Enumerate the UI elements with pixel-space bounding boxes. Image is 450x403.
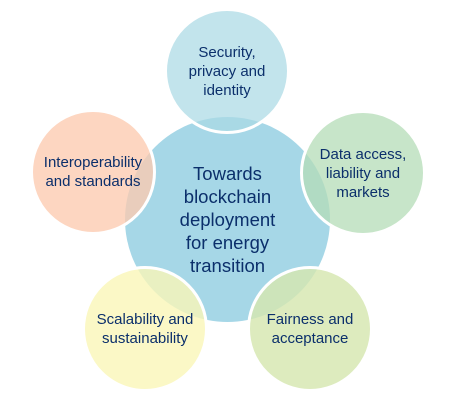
topic-label-security: Security, privacy and identity [188,43,266,99]
topic-label-interoperability: Interoperability and standards [43,154,143,190]
topic-label-scalability: Scalability and sustainability [96,311,194,347]
topic-circle-interoperability: Interoperability and standards [30,109,156,235]
central-label: Towards blockchain deployment for energy… [179,163,276,276]
topic-circle-scalability: Scalability and sustainability [82,266,208,392]
topic-circle-security: Security, privacy and identity [164,8,290,134]
topic-circle-data-access: Data access, liability and markets [300,110,426,236]
topic-label-fairness: Fairness and acceptance [266,311,354,347]
topic-circle-fairness: Fairness and acceptance [247,266,373,392]
topic-label-data-access: Data access, liability and markets [319,145,407,201]
